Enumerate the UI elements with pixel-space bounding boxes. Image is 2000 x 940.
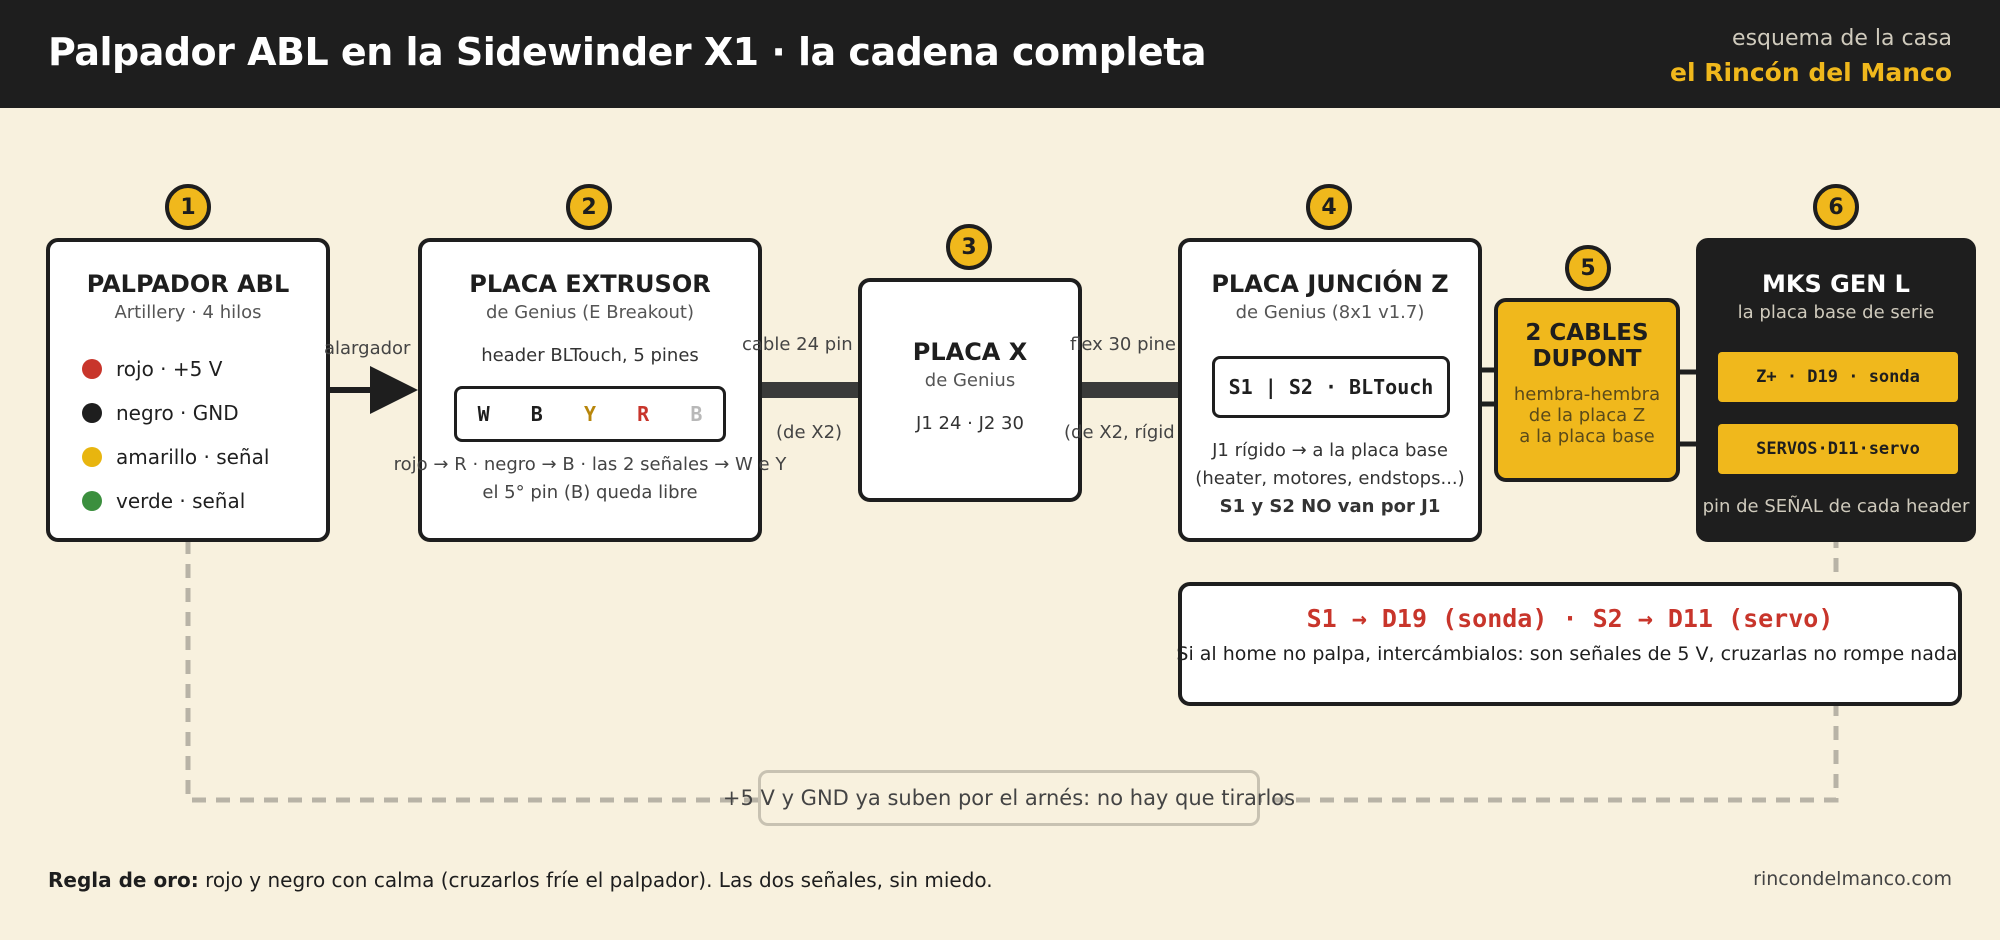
wire-green: verde · señal: [82, 488, 245, 514]
dupont-title-2: DUPONT: [1532, 346, 1642, 372]
footer-rule: Regla de oro: rojo y negro con calma (cr…: [48, 868, 993, 892]
probe-box: PALPADOR ABL Artillery · 4 hilos rojo · …: [46, 238, 330, 542]
junction-s1s2-header: S1 | S2 · BLTouch: [1212, 356, 1450, 418]
signal-mapping-main: S1 → D19 (sonda) · S2 → D11 (servo): [1306, 604, 1834, 633]
de-x2-rigid-label: (de X2, rígid: [1064, 422, 1175, 443]
junction-note-1: J1 rígido → a la placa base: [1212, 440, 1448, 461]
mks-gen-l-box: MKS GEN L la placa base de serie Z+ · D1…: [1696, 238, 1976, 542]
yellow-dot-icon: [82, 447, 102, 467]
harness-note-box: +5 V y GND ya suben por el arnés: no hay…: [723, 770, 1295, 826]
cable-24pin-label: cable 24 pin: [742, 334, 853, 355]
pin-w: W: [477, 402, 490, 426]
pin-r: R: [637, 402, 650, 426]
alargador-label: alargador: [324, 338, 411, 359]
extruder-note-1: rojo → R · negro → B · las 2 señales → W…: [393, 454, 787, 475]
extruder-board-box: PLACA EXTRUSOR de Genius (E Breakout) he…: [418, 238, 762, 542]
black-dot-icon: [82, 403, 102, 423]
junction-title: PLACA JUNCIÓN Z: [1211, 270, 1449, 298]
wire-yellow: amarillo · señal: [82, 444, 269, 470]
mks-z-plus-header: Z+ · D19 · sonda: [1718, 352, 1958, 402]
dupont-note-1: hembra-hembra: [1513, 384, 1661, 405]
flex-30pin-label: flex 30 pine: [1070, 334, 1177, 355]
footer-rule-text: rojo y negro con calma (cruzarlos fríe e…: [198, 868, 993, 892]
page-header: Palpador ABL en la Sidewinder X1 · la ca…: [0, 0, 2000, 108]
de-x2-label: (de X2): [776, 422, 843, 443]
signal-mapping-note: Si al home no palpa, intercámbialos: son…: [1176, 643, 1964, 665]
probe-title: PALPADOR ABL: [86, 270, 290, 298]
header-kicker: esquema de la casa: [1732, 26, 1952, 51]
dupont-title-1: 2 CABLES: [1525, 320, 1649, 346]
junction-note-2: (heater, motores, endstops...): [1195, 468, 1465, 489]
wire-red: rojo · +5 V: [82, 356, 222, 382]
pin-y: Y: [583, 402, 596, 426]
wire-black: negro · GND: [82, 400, 239, 426]
placa-x-note: J1 24 · J2 30: [916, 413, 1024, 434]
junction-z-box: PLACA JUNCIÓN Z de Genius (8x1 v1.7) S1 …: [1178, 238, 1482, 542]
mks-subtitle: la placa base de serie: [1737, 302, 1935, 323]
step-badge-3: 3: [946, 224, 992, 270]
step-badge-2: 2: [566, 184, 612, 230]
step-badge-6: 6: [1813, 184, 1859, 230]
footer-site: rincondelmanco.com: [1753, 868, 1952, 890]
dupont-box: 2 CABLES DUPONT hembra-hembra de la plac…: [1494, 298, 1680, 482]
placa-x-box: PLACA X de Genius J1 24 · J2 30: [858, 278, 1082, 502]
extruder-header-label: header BLTouch, 5 pines: [481, 345, 699, 366]
probe-subtitle: Artillery · 4 hilos: [114, 302, 262, 323]
step-badge-1: 1: [165, 184, 211, 230]
placa-x-subtitle: de Genius: [924, 370, 1016, 391]
extruder-title: PLACA EXTRUSOR: [469, 270, 711, 298]
page-title: Palpador ABL en la Sidewinder X1 · la ca…: [48, 30, 1207, 74]
junction-note-3: S1 y S2 NO van por J1: [1219, 496, 1441, 517]
extruder-subtitle: de Genius (E Breakout): [485, 302, 695, 323]
bltouch-header-pins: W B Y R B: [454, 386, 726, 442]
wire-black-label: negro · GND: [116, 401, 239, 425]
mks-servos-header: SERVOS·D11·servo: [1718, 424, 1958, 474]
wire-red-label: rojo · +5 V: [116, 357, 223, 381]
dupont-note-2: de la placa Z: [1528, 405, 1646, 426]
alargador-arrowhead: [370, 366, 418, 414]
junction-subtitle: de Genius (8x1 v1.7): [1235, 302, 1425, 323]
wire-green-label: verde · señal: [116, 489, 246, 513]
harness-note-text: +5 V y GND ya suben por el arnés: no hay…: [722, 786, 1296, 810]
mks-note: pin de SEÑAL de cada header: [1702, 496, 1970, 517]
dupont-note-3: a la placa base: [1519, 426, 1655, 447]
step-badge-5: 5: [1565, 245, 1611, 291]
junction-header-text: S1 | S2 · BLTouch: [1228, 375, 1434, 399]
footer-rule-label: Regla de oro:: [48, 868, 199, 892]
wire-yellow-label: amarillo · señal: [116, 445, 270, 469]
brand-name: el Rincón del Manco: [1669, 58, 1952, 87]
step-badge-4: 4: [1306, 184, 1352, 230]
red-dot-icon: [82, 359, 102, 379]
mks-title: MKS GEN L: [1762, 270, 1910, 298]
pin-b-free: B: [690, 402, 703, 426]
extruder-note-2: el 5° pin (B) queda libre: [482, 482, 698, 503]
green-dot-icon: [82, 491, 102, 511]
placa-x-title: PLACA X: [912, 338, 1028, 366]
signal-mapping-box: S1 → D19 (sonda) · S2 → D11 (servo) Si a…: [1176, 582, 1964, 706]
pin-b: B: [530, 402, 543, 426]
